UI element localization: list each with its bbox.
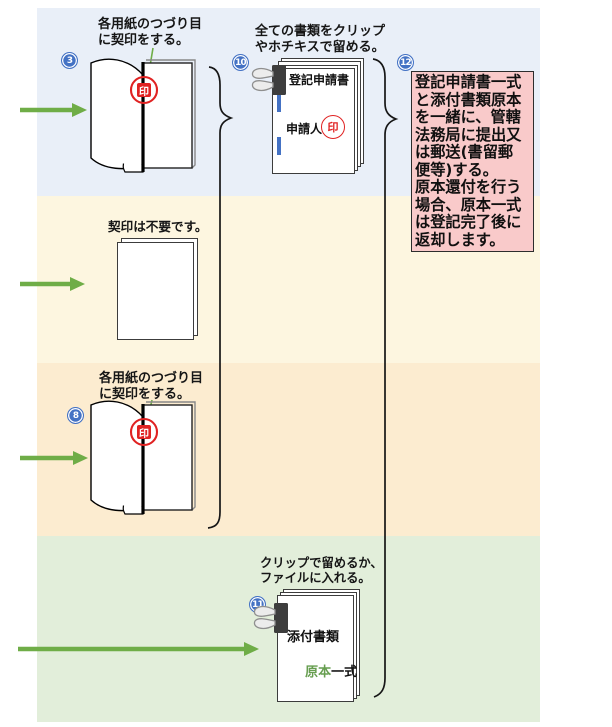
open-book-drawing	[90, 400, 196, 515]
label-clip-or-file: クリップで留めるか、 ファイルに入れる。	[260, 556, 383, 585]
label-seal-each-page-top: 各用紙のつづり目 に契印をする。	[98, 17, 203, 48]
open-book-drawing	[90, 58, 196, 173]
original-set-black-text: 一式	[331, 665, 358, 680]
attachment-subtitle: 原本一式	[287, 646, 357, 695]
binding-dash	[277, 137, 281, 155]
open-book-illustration-top: 印	[88, 55, 200, 177]
submission-note-box: 登記申請書一式 と添付書類原本 を一緒に、管轄 法務局に提出又 は郵送(書留郵 …	[411, 71, 534, 252]
binder-clip-icon	[251, 65, 286, 95]
label-clip-all-documents: 全ての書類をクリップ やホチキスで留める。	[255, 24, 386, 55]
label-seal-each-page-bottom: 各用紙のつづり目 に契印をする。	[99, 371, 204, 402]
plain-sheet-front	[117, 242, 194, 340]
binding-dash	[277, 93, 281, 112]
label-no-seal-needed: 契印は不要です。	[108, 219, 208, 234]
open-book-illustration-bottom: 印	[88, 397, 200, 519]
step-badge-8: 8	[67, 407, 84, 424]
tally-seal-stamp-bottom: 印	[137, 425, 151, 440]
binder-clip-icon	[253, 603, 288, 633]
step-badge-3: 3	[61, 52, 78, 69]
application-title: 登記申請書	[289, 73, 350, 87]
step-badge-10: 10	[232, 54, 249, 71]
right-brace	[372, 58, 399, 698]
tally-seal-stamp-top: 印	[137, 83, 151, 98]
left-brace	[207, 66, 234, 529]
original-set-green-text: 原本	[305, 665, 332, 680]
applicant-label: 申請人	[286, 122, 323, 136]
attachment-pile-front	[277, 595, 354, 702]
step-badge-12: 12	[397, 54, 414, 71]
green-arrows	[18, 103, 259, 656]
attachment-title: 添付書類	[287, 630, 340, 645]
applicant-seal-stamp: 印	[321, 115, 345, 139]
